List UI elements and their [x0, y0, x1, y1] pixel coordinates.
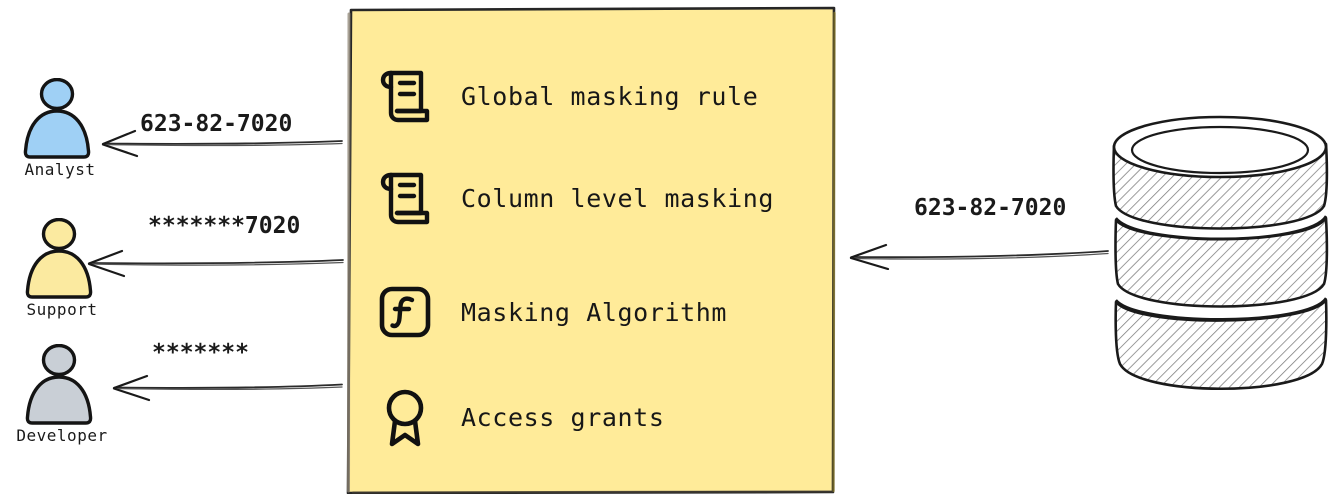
database-icon[interactable]: [1108, 112, 1340, 402]
actor-label-support: Support: [26, 300, 98, 319]
policy-item-label: Column level masking: [461, 183, 775, 213]
award-icon: [375, 386, 435, 448]
actor-support[interactable]: Support: [2, 217, 122, 319]
actor-developer[interactable]: Developer: [2, 343, 122, 445]
policy-item-access-grants[interactable]: Access grants: [375, 382, 664, 452]
policy-item-label: Access grants: [461, 402, 665, 432]
flow-label-analyst: 623-82-7020: [140, 111, 293, 137]
scroll-icon: [375, 65, 435, 127]
person-icon: [0, 77, 120, 162]
policy-item-list: Global masking rule Column le: [345, 5, 836, 494]
arrow-left-icon-developer: [105, 372, 345, 406]
flow-label-support: *******7020: [148, 213, 301, 239]
person-icon: [2, 217, 122, 302]
arrow-left-icon-database: [842, 240, 1112, 274]
flow-label-developer: *******: [152, 340, 249, 366]
policy-card-background: [346, 6, 836, 494]
actor-label-developer: Developer: [16, 426, 108, 445]
flow-label-database: 623-82-7020: [914, 195, 1067, 221]
actor-analyst[interactable]: Analyst: [0, 77, 120, 179]
policy-item-masking-algorithm[interactable]: Masking Algorithm: [375, 277, 727, 347]
person-icon: [2, 343, 122, 428]
actor-label-analyst: Analyst: [24, 160, 96, 179]
arrow-left-icon-analyst: [95, 128, 345, 162]
scroll-icon: [375, 167, 435, 229]
policy-item-label: Global masking rule: [461, 81, 759, 111]
policy-item-label: Masking Algorithm: [461, 297, 728, 327]
policy-item-column-level-masking[interactable]: Column level masking: [375, 163, 774, 233]
function-icon: [375, 281, 435, 343]
policy-item-global-masking-rule[interactable]: Global masking rule: [375, 61, 758, 131]
arrow-left-icon-support: [78, 248, 346, 282]
policy-card[interactable]: Global masking rule Column le: [345, 5, 836, 494]
